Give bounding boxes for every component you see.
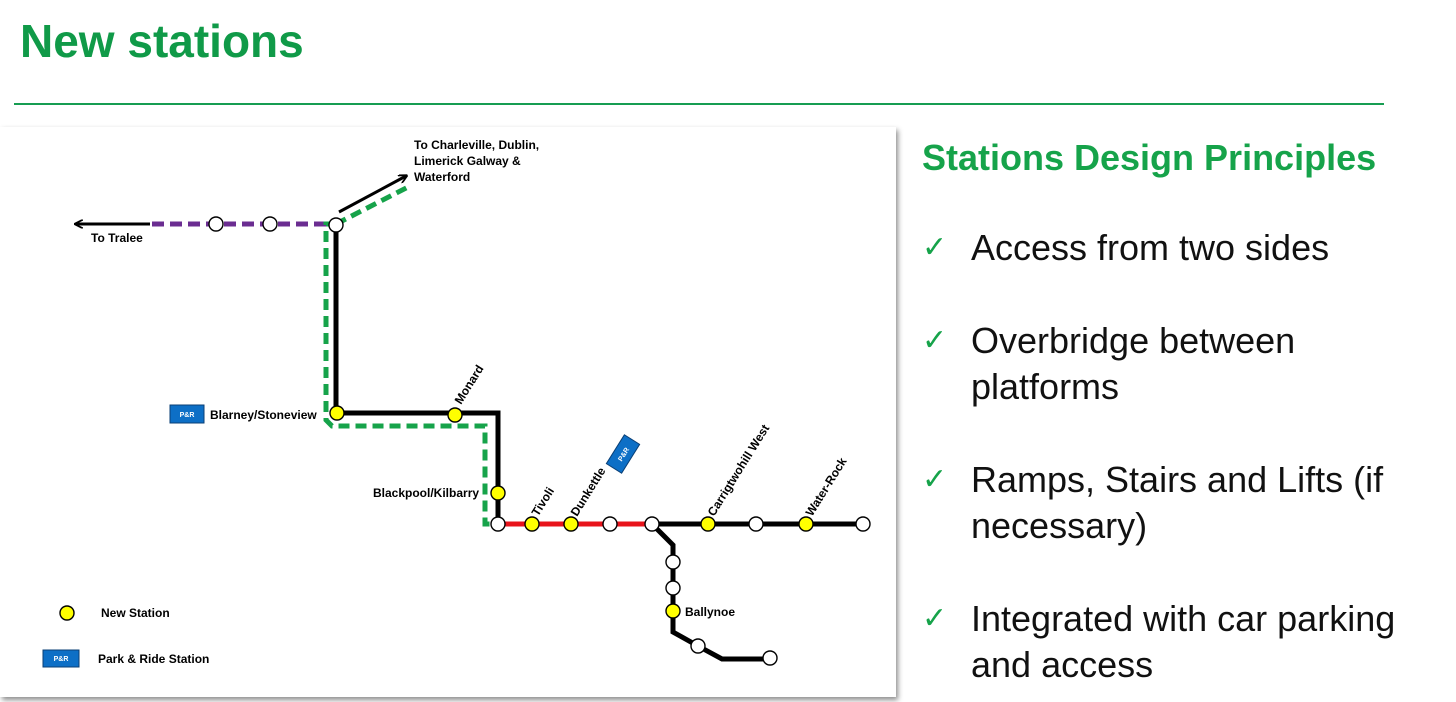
park-ride-badge-dunkettle: P&R	[605, 434, 641, 474]
station-new-tivoli	[524, 516, 540, 532]
station-junction-north	[328, 217, 344, 233]
svg-text:P&R: P&R	[54, 656, 69, 663]
station-existing-6	[665, 554, 681, 570]
station-existing-9	[762, 650, 778, 666]
legend-new-station-icon	[59, 605, 75, 621]
station-new-dunkettle	[563, 516, 579, 532]
principles-title: Stations Design Principles	[922, 137, 1377, 178]
station-junction-east	[644, 516, 660, 532]
page-title: New stations	[20, 15, 304, 67]
label-carrigtwohill-west: Carrigtwohill West	[705, 422, 773, 519]
station-new-water-rock	[798, 516, 814, 532]
principle-line: necessary)	[971, 505, 1148, 546]
principle-line: Overbridge between	[971, 320, 1296, 361]
station-new-monard	[447, 407, 463, 423]
label-blarney: Blarney/Stoneview	[210, 408, 317, 422]
checkmark-icon: ✓	[922, 230, 948, 265]
arrow-to-dublin-icon	[338, 176, 406, 214]
checkmark-icon: ✓	[922, 323, 948, 358]
principle-text: Ramps, Stairs and Lifts (if necessary)	[971, 457, 1441, 549]
principle-line: Ramps, Stairs and Lifts (if	[971, 459, 1384, 500]
station-existing-2	[262, 216, 278, 232]
principle-text: Access from two sides	[971, 225, 1441, 271]
station-existing-7	[665, 580, 681, 596]
station-new-blarney	[329, 405, 345, 421]
principle-line: platforms	[971, 366, 1120, 407]
station-existing-4	[748, 516, 764, 532]
green-dashed-route	[323, 183, 498, 527]
branch-line-black	[650, 522, 770, 662]
station-new-carrigtwohill-west	[700, 516, 716, 532]
label-ballynoe: Ballynoe	[685, 605, 735, 619]
principle-text: Overbridge between platforms	[971, 318, 1441, 410]
label-water-rock: Water-Rock	[803, 455, 850, 519]
rail-network-map: To Charleville, Dublin, Limerick Galway …	[0, 127, 896, 697]
station-new-blackpool	[490, 485, 506, 501]
map-legend: New Station P&R Park & Ride Station	[42, 605, 209, 668]
main-line-black	[333, 224, 501, 524]
legend-park-ride-icon: P&R	[42, 649, 80, 668]
station-kent	[490, 516, 506, 532]
label-monard: Monard	[452, 362, 487, 406]
label-dunkettle: Dunkettle	[568, 465, 609, 519]
legend-park-ride-label: Park & Ride Station	[98, 652, 209, 666]
station-existing-8	[690, 638, 706, 654]
principle-line: and access	[971, 644, 1154, 685]
park-ride-badge-blarney: P&R	[169, 404, 205, 424]
label-to-tralee: To Tralee	[91, 231, 143, 245]
label-to-dublin: To Charleville, Dublin, Limerick Galway …	[414, 138, 542, 184]
principle-line: Access from two sides	[971, 227, 1330, 268]
label-tivoli: Tivoli	[529, 485, 557, 519]
checkmark-icon: ✓	[922, 601, 948, 636]
station-existing-3	[602, 516, 618, 532]
legend-new-station-label: New Station	[101, 606, 170, 620]
station-new-ballynoe	[665, 603, 681, 619]
principle-line: Integrated with car parking	[971, 598, 1396, 639]
principle-text: Integrated with car parking and access	[971, 596, 1441, 688]
label-blackpool: Blackpool/Kilbarry	[373, 486, 479, 500]
title-divider	[14, 103, 1384, 105]
rail-map-svg: To Charleville, Dublin, Limerick Galway …	[42, 138, 871, 668]
station-existing-1	[208, 216, 224, 232]
svg-text:P&R: P&R	[180, 412, 195, 419]
station-existing-5	[855, 516, 871, 532]
checkmark-icon: ✓	[922, 462, 948, 497]
